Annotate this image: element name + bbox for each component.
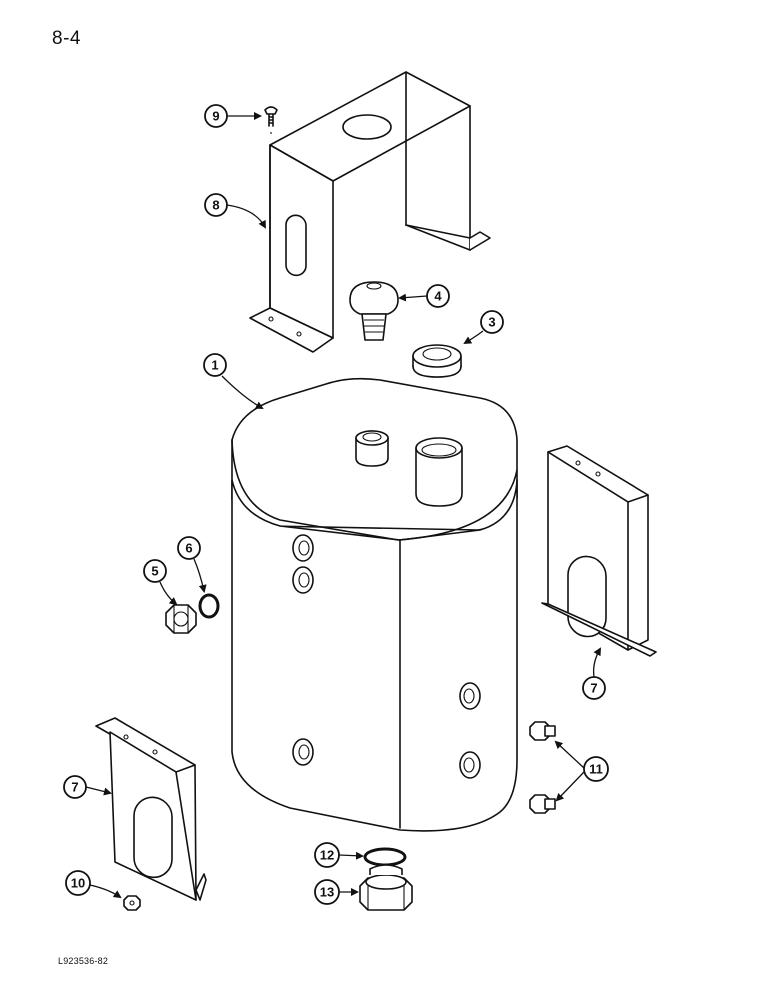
callout-8: 8 — [204, 193, 266, 229]
callout-number: 8 — [212, 198, 219, 213]
callout-7-left: 7 — [63, 775, 112, 799]
callout-number: 13 — [320, 885, 334, 900]
mounting-strap-icon — [95, 717, 207, 901]
bolt-icon — [529, 721, 556, 814]
fitting-icon — [355, 430, 389, 467]
callout-9: 9 — [204, 104, 262, 128]
sealing-washer-icon — [363, 847, 407, 867]
callout-10: 10 — [65, 870, 122, 899]
callout-number: 5 — [151, 564, 158, 579]
callout-number: 12 — [320, 848, 334, 863]
callout-number: 9 — [212, 109, 219, 124]
callout-4: 4 — [398, 284, 450, 308]
sealing-washer-icon — [198, 593, 220, 619]
nut-icon — [165, 604, 197, 634]
callout-6: 6 — [177, 536, 207, 593]
u-bracket-icon — [249, 71, 491, 353]
callout-5: 5 — [143, 559, 178, 606]
callout-number: 7 — [590, 681, 597, 696]
callout-1: 1 — [203, 353, 264, 409]
port-icon — [292, 534, 314, 766]
callout-number: 6 — [185, 541, 192, 556]
screw-icon — [264, 106, 278, 134]
callout-number: 11 — [589, 762, 603, 777]
callout-number: 7 — [71, 780, 78, 795]
callout-number: 4 — [434, 289, 442, 304]
reservoir-tank-icon — [231, 377, 518, 832]
callout-number: 10 — [71, 876, 85, 891]
filler-neck-icon — [415, 437, 463, 507]
plug-icon — [412, 344, 462, 378]
callout-number: 1 — [211, 358, 218, 373]
figure-code: L923536-82 — [58, 956, 109, 966]
callout-12: 12 — [314, 842, 364, 868]
callout-11: 11 — [554, 740, 609, 802]
port-icon — [459, 682, 481, 779]
callout-7-right: 7 — [582, 647, 606, 700]
plug-icon — [359, 864, 413, 911]
callout-13: 13 — [314, 879, 359, 905]
breather-cap-icon — [349, 281, 399, 341]
mounting-strap-icon — [541, 445, 657, 657]
callout-number: 3 — [488, 315, 495, 330]
callout-3: 3 — [463, 310, 504, 345]
nut-icon — [123, 895, 141, 911]
page-number: 8-4 — [52, 28, 81, 49]
